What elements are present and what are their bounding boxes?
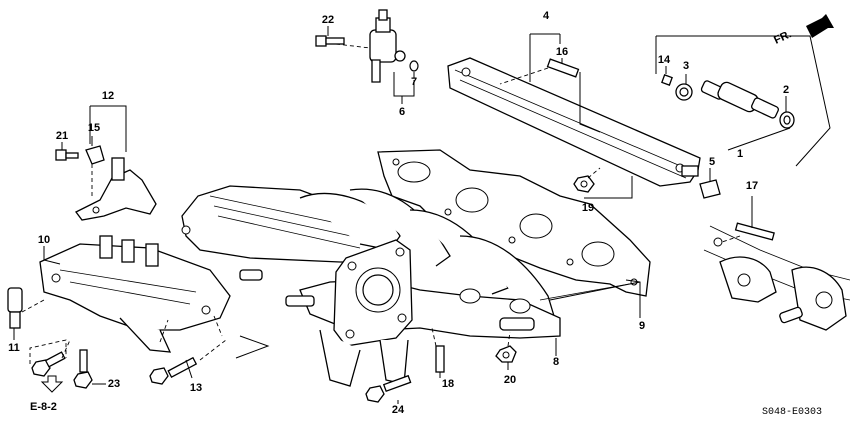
callout-11: 11	[8, 342, 20, 354]
callout-17: 17	[746, 180, 758, 192]
callout-22: 22	[322, 14, 334, 26]
front-arrow-icon	[806, 14, 834, 38]
bolt-22	[315, 35, 345, 47]
callout-9: 9	[639, 320, 645, 332]
callout-14: 14	[658, 54, 671, 66]
section-reference-arrow-icon	[40, 375, 64, 393]
callout-3: 3	[683, 60, 689, 72]
fuel-rail	[447, 57, 701, 187]
callout-5: 5	[709, 156, 715, 168]
section-reference-label: E-8-2	[30, 401, 57, 413]
callout-16: 16	[556, 46, 568, 58]
callout-13: 13	[190, 382, 202, 394]
stud-17	[734, 222, 775, 241]
manifold-bracket	[39, 235, 231, 353]
callout-1: 1	[737, 148, 743, 160]
bolt-e82	[31, 351, 66, 377]
callout-24: 24	[392, 404, 405, 416]
stud-16	[546, 58, 580, 78]
callout-labels: 1 2 3 4 5 6 7 8 9 10 11 12 13 14 15 16 1…	[8, 10, 789, 416]
bolt-23	[73, 349, 93, 389]
callout-20: 20	[504, 374, 516, 386]
front-direction-label: FR.	[772, 28, 793, 46]
cushion-5	[699, 179, 721, 199]
bolt-21	[55, 149, 79, 161]
drawing-code: S048-E0303	[762, 407, 822, 418]
callout-6: 6	[399, 106, 405, 118]
callout-15: 15	[88, 122, 100, 134]
callout-23: 23	[108, 378, 120, 390]
callout-18: 18	[442, 378, 454, 390]
harness-clip-11	[7, 287, 23, 329]
callout-12: 12	[102, 90, 114, 102]
callout-21: 21	[56, 130, 68, 142]
nut-20	[495, 345, 517, 363]
clip-15	[85, 145, 105, 165]
callout-8: 8	[553, 356, 559, 368]
manifold-gasket	[377, 149, 651, 297]
inset-detail	[703, 225, 850, 331]
stud-18	[435, 345, 445, 373]
intake-manifold	[181, 185, 561, 387]
bolt-13	[149, 356, 198, 385]
nut-19	[573, 175, 595, 193]
fuel-injector	[661, 74, 795, 129]
pressure-regulator	[369, 9, 419, 83]
leader-lines	[13, 26, 831, 404]
bolt-24	[365, 374, 412, 403]
harness-bracket-12	[75, 157, 157, 221]
callout-19: 19	[582, 202, 594, 214]
callout-4: 4	[543, 10, 550, 22]
callout-10: 10	[38, 234, 50, 246]
callout-7: 7	[411, 76, 417, 88]
callout-2: 2	[783, 84, 789, 96]
